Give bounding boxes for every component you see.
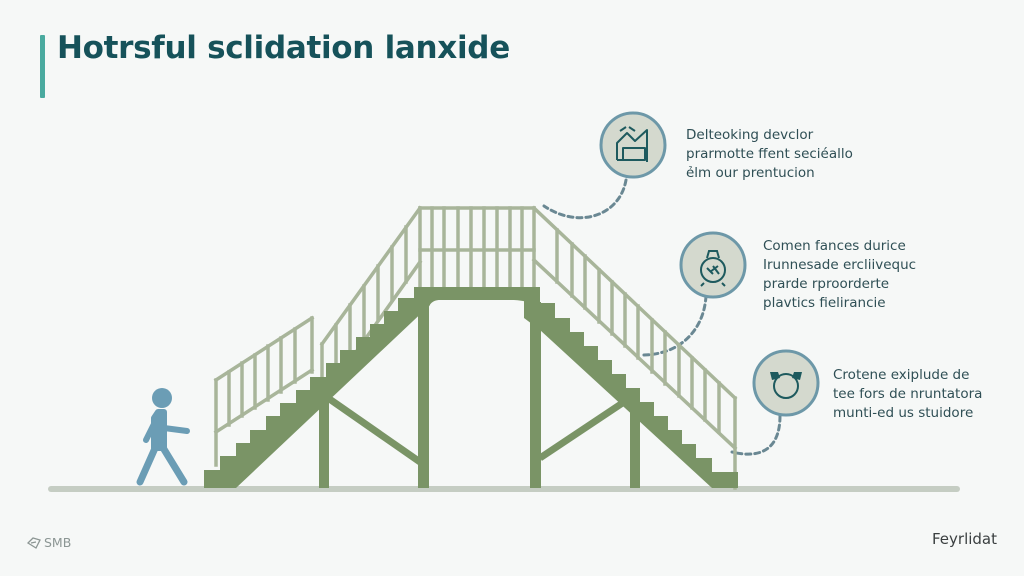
callout-circle-3 bbox=[752, 349, 820, 417]
callout-2-line-4: plavtics fielirancie bbox=[763, 295, 886, 311]
support-column-3 bbox=[530, 302, 541, 488]
support-column-2 bbox=[418, 302, 429, 488]
stair-structure bbox=[204, 287, 738, 488]
callout-text-1: Delteoking devclor prarmotte ffent secié… bbox=[686, 126, 853, 183]
headset-icon bbox=[770, 372, 802, 399]
callout-text-3: Crotene exiplude de tee fors de nruntato… bbox=[833, 366, 982, 423]
callout-3-line-3: munti-ed us stuidore bbox=[833, 405, 974, 421]
footer-brand: SMB bbox=[27, 535, 71, 550]
callout-2-line-1: Comen fances durice bbox=[763, 238, 906, 254]
callout-1-line-3: ẻlm our prentucion bbox=[686, 165, 815, 181]
callout-1-line-1: Delteoking devclor bbox=[686, 127, 814, 143]
callout-1-line-2: prarmotte ffent seciéallo bbox=[686, 146, 853, 162]
callout-text-2: Comen fances durice Irunnesade ercliiveq… bbox=[763, 237, 916, 313]
right-railing bbox=[531, 205, 738, 451]
connector-lines bbox=[542, 178, 782, 456]
page-title: Hotrsful sclidation lanxide bbox=[57, 30, 510, 66]
callout-3-line-2: tee fors de nruntatora bbox=[833, 386, 983, 402]
footer-left-label: SMB bbox=[44, 535, 72, 550]
support-column-4 bbox=[630, 400, 640, 488]
connector-3 bbox=[730, 414, 782, 456]
money-bag-icon bbox=[700, 250, 726, 287]
title-accent-bar bbox=[40, 35, 45, 98]
left-staircase bbox=[204, 287, 430, 488]
callout-3-line-1: Crotene exiplude de bbox=[833, 367, 970, 383]
callout-circle-1 bbox=[599, 111, 667, 179]
right-staircase bbox=[524, 287, 738, 488]
callout-2-line-2: Irunnesade ercliivequc bbox=[763, 257, 917, 273]
top-railing bbox=[418, 206, 536, 252]
braces bbox=[326, 395, 632, 465]
walking-person-icon bbox=[136, 388, 190, 486]
smb-logo-icon bbox=[27, 536, 41, 549]
connector-1 bbox=[542, 178, 628, 220]
ground-line bbox=[48, 486, 960, 492]
factory-icon bbox=[616, 126, 648, 162]
callout-2-line-3: prarde rproorderte bbox=[763, 276, 890, 292]
callout-circle-2 bbox=[679, 231, 747, 299]
railings bbox=[213, 205, 738, 490]
support-column-1 bbox=[319, 392, 329, 488]
top-platform bbox=[414, 287, 540, 312]
footer-right-label: Feyrlidat bbox=[931, 530, 997, 548]
